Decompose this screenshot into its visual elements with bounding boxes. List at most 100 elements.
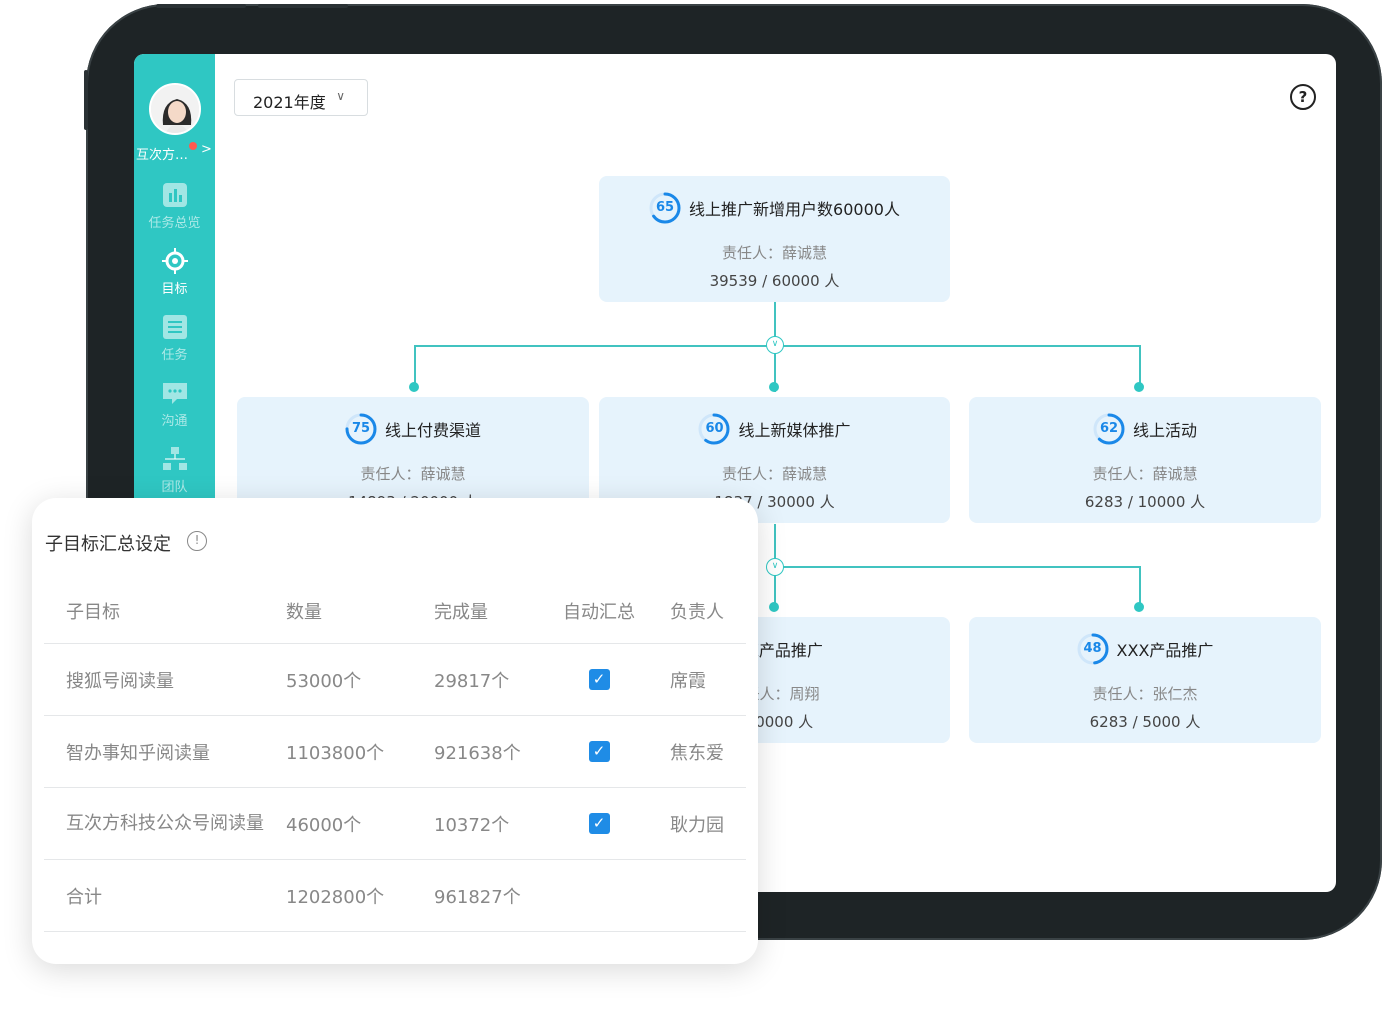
goal-progress: 39539 / 60000 人	[709, 272, 840, 290]
connector-node	[1134, 602, 1144, 612]
column-header: 数量	[286, 601, 322, 623]
subgoal-done: 29817个	[434, 670, 510, 692]
goal-card-header: 60 线上新媒体推广	[599, 411, 950, 447]
auto-summary-checkbox[interactable]: ✓	[588, 669, 610, 690]
goal-card-header: 48 XXX产品推广	[969, 631, 1321, 667]
sidebar-item-tasks[interactable]: 任务	[134, 314, 215, 363]
device-button	[258, 4, 348, 8]
device-side-button	[84, 70, 88, 130]
goal-title: XXX产品推广	[1116, 641, 1214, 660]
table-row: 智办事知乎阅读量 1103800个 921638个 ✓ 焦东爱	[44, 716, 746, 788]
goal-progress: 6283 / 5000 人	[1089, 713, 1201, 731]
goal-card[interactable]: 48 XXX产品推广 责任人：张仁杰 6283 / 5000 人	[969, 617, 1321, 743]
progress-ring: 62	[1093, 413, 1125, 445]
goal-owner: 责任人：薛诚慧	[1092, 465, 1198, 483]
sidebar-item-overview[interactable]: 任务总览	[134, 182, 215, 231]
subgoal-name: 智办事知乎阅读量	[66, 742, 210, 764]
progress-percent: 60	[705, 421, 724, 436]
sidebar-item-label: 目标	[161, 282, 188, 297]
progress-ring: 75	[345, 413, 377, 445]
sidebar-item-label: 沟通	[161, 414, 188, 429]
avatar[interactable]	[149, 83, 201, 135]
goal-card[interactable]: 62 线上活动 责任人：薛诚慧 6283 / 10000 人	[969, 397, 1321, 523]
panel-title: 子目标汇总设定	[45, 534, 171, 555]
auto-summary-cell: ✓	[554, 716, 644, 787]
connector-node	[769, 602, 779, 612]
total-label: 合计	[66, 886, 102, 908]
sidebar-item-team[interactable]: 团队	[134, 446, 215, 495]
collapse-toggle-icon[interactable]: ∨	[766, 336, 784, 354]
connector-node	[409, 382, 419, 392]
target-icon	[161, 248, 188, 274]
goal-title: 线上推广新增用户数60000人	[689, 200, 900, 219]
auto-summary-cell: ✓	[554, 788, 644, 859]
help-icon[interactable]: ?	[1290, 84, 1316, 110]
sidebar-item-label: 任务总览	[148, 216, 201, 231]
table-total-row: 合计 1202800个 961827个	[44, 860, 746, 932]
device-button	[156, 4, 246, 8]
auto-summary-cell: ✓	[554, 644, 644, 715]
bar-chart-icon	[162, 183, 187, 207]
goal-title: 线上新媒体推广	[738, 421, 851, 440]
auto-summary-checkbox[interactable]: ✓	[588, 813, 610, 834]
total-qty: 1202800个	[286, 886, 385, 908]
subgoal-summary-panel: 子目标汇总设定 ! 子目标 数量 完成量 自动汇总 负责人 搜狐号阅读量 530…	[32, 498, 758, 964]
column-header: 完成量	[434, 601, 488, 623]
connector-node	[1134, 382, 1144, 392]
progress-percent: 48	[1083, 641, 1102, 656]
subgoal-qty: 46000个	[286, 814, 362, 836]
connector-line	[414, 345, 416, 387]
chevron-down-icon: ∨	[336, 89, 345, 103]
table-row: 互次方科技公众号阅读量 46000个 10372个 ✓ 耿力园	[44, 788, 746, 860]
collapse-toggle-icon[interactable]: ∨	[766, 558, 784, 576]
chevron-right-icon: >	[201, 142, 212, 157]
column-header: 自动汇总	[563, 601, 635, 623]
sidebar-item-goals[interactable]: 目标	[134, 248, 215, 297]
subgoal-owner: 焦东爱	[670, 742, 724, 764]
goal-title: 线上活动	[1132, 421, 1197, 440]
subgoal-done: 921638个	[434, 742, 521, 764]
goal-card-header: 65 线上推广新增用户数60000人	[599, 190, 950, 226]
sidebar-item-label: 任务	[161, 348, 188, 363]
subgoal-name: 搜狐号阅读量	[66, 670, 174, 692]
subgoal-qty: 1103800个	[286, 742, 385, 764]
subgoal-name: 互次方科技公众号阅读量	[66, 813, 264, 834]
year-select[interactable]: 2021年度 ∨	[234, 79, 368, 116]
column-header: 子目标	[66, 601, 120, 623]
user-menu[interactable]: 互次方科技 >	[134, 142, 215, 163]
total-done: 961827个	[434, 886, 521, 908]
table-header-row: 子目标 数量 完成量 自动汇总 负责人	[44, 578, 746, 644]
connector-node	[769, 382, 779, 392]
table-row: 搜狐号阅读量 53000个 29817个 ✓ 席霞	[44, 644, 746, 716]
progress-ring: 65	[649, 192, 681, 224]
progress-percent: 75	[351, 421, 371, 436]
year-select-value: 2021年度	[253, 93, 326, 112]
avatar-image	[151, 85, 199, 133]
chat-icon	[162, 383, 187, 404]
goal-progress: 6283 / 10000 人	[1084, 493, 1206, 511]
goal-card-root[interactable]: 65 线上推广新增用户数60000人 责任人：薛诚慧 39539 / 60000…	[599, 176, 950, 302]
goal-owner: 责任人：薛诚慧	[721, 244, 827, 262]
goal-owner: 责任人：薛诚慧	[360, 465, 466, 483]
progress-percent: 62	[1099, 421, 1119, 436]
sidebar-item-chat[interactable]: 沟通	[134, 380, 215, 429]
info-icon[interactable]: !	[187, 531, 207, 551]
goal-card-header: 75 线上付费渠道	[237, 411, 589, 447]
goal-owner: 责任人：张仁杰	[1092, 685, 1198, 703]
subgoal-qty: 53000个	[286, 670, 362, 692]
notification-dot	[189, 142, 197, 150]
auto-summary-checkbox[interactable]: ✓	[588, 741, 610, 762]
org-chart-icon	[162, 447, 187, 470]
goal-title: 线上付费渠道	[384, 421, 481, 440]
progress-percent: 65	[656, 200, 675, 215]
subgoal-done: 10372个	[434, 814, 510, 836]
subgoal-table: 子目标 数量 完成量 自动汇总 负责人 搜狐号阅读量 53000个 29817个…	[44, 578, 746, 932]
sidebar-item-label: 团队	[161, 480, 188, 495]
goal-card-header: 62 线上活动	[969, 411, 1321, 447]
progress-ring: 60	[698, 413, 730, 445]
connector-line	[774, 566, 1140, 568]
subgoal-owner: 席霞	[670, 670, 706, 692]
connector-line	[1139, 345, 1141, 387]
list-icon	[162, 315, 187, 339]
progress-ring: 48	[1077, 633, 1109, 665]
